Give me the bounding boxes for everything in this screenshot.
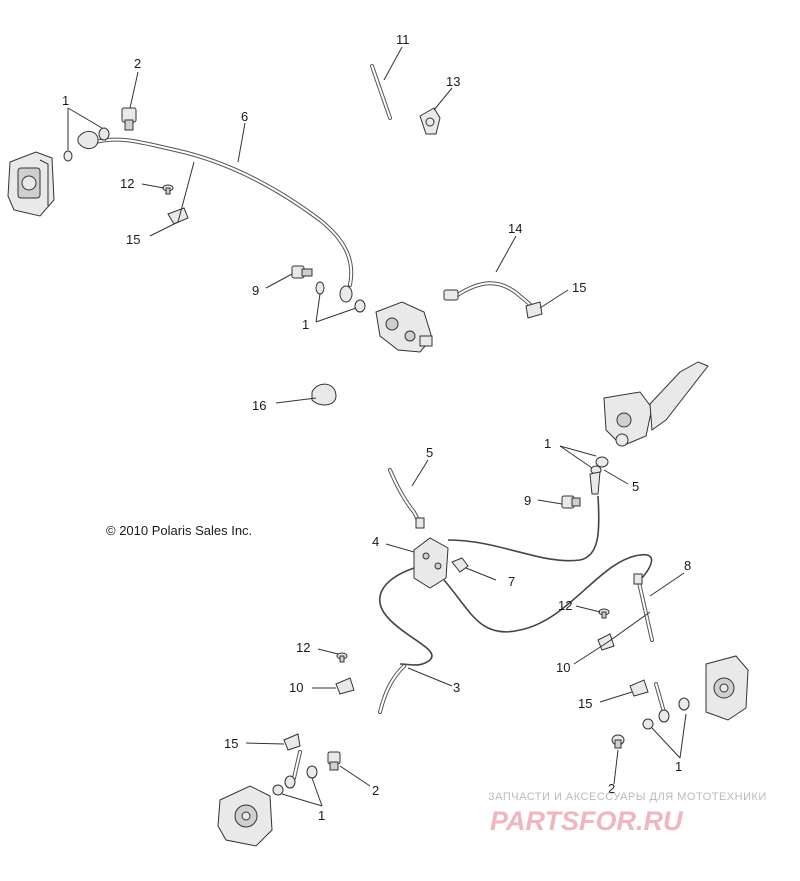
screw-12-right [598, 608, 610, 619]
callout-1: 1 [302, 317, 309, 332]
callout-5: 5 [426, 445, 433, 460]
leader-lines [67, 46, 687, 807]
callout-10: 10 [289, 680, 303, 695]
callout-labels: 11 13 2 1 6 12 15 14 15 9 1 16 1 5 5 9 4… [62, 32, 691, 823]
callout-8: 8 [684, 558, 691, 573]
watermark-tagline: ЗАПЧАСТИ И АКСЕССУАРЫ ДЛЯ МОТОТЕХНИКИ [488, 791, 767, 803]
front-master-cylinder [375, 301, 433, 353]
brake-line-8 [633, 573, 654, 642]
bolt-2-rear-right [611, 734, 625, 749]
callout-15: 15 [224, 736, 238, 751]
rear-left-caliper [217, 785, 273, 847]
clamp-16 [311, 383, 337, 406]
push-rod-11 [370, 64, 392, 120]
brake-line-5-left [388, 468, 425, 529]
clip-10-right [597, 633, 615, 651]
banjo-bolt-9-lower [561, 495, 581, 509]
callout-4: 4 [372, 534, 379, 549]
callout-7: 7 [508, 574, 515, 589]
copyright-text: © 2010 Polaris Sales Inc. [106, 523, 252, 538]
washer-1-h [642, 718, 654, 730]
washer-1-b [98, 127, 110, 141]
banjo-bolt-2-top [121, 107, 137, 131]
watermark: ЗАПЧАСТИ И АКСЕССУАРЫ ДЛЯ МОТОТЕХНИКИ PA… [488, 791, 767, 836]
callout-10: 10 [556, 660, 570, 675]
callout-11: 11 [396, 32, 410, 47]
banjo-fitting-5-right [589, 471, 601, 495]
callout-6: 6 [241, 109, 248, 124]
washer-1-a [63, 150, 73, 162]
banjo-fitting-rear-right [654, 682, 670, 723]
callout-12: 12 [558, 598, 572, 613]
washer-1-g [678, 697, 690, 711]
callout-3: 3 [453, 680, 460, 695]
banjo-fitting-rear-left [284, 750, 302, 789]
clip-15-right [525, 301, 543, 319]
callout-1: 1 [544, 436, 551, 451]
clip-15-rear-left [283, 733, 301, 751]
callout-5: 5 [632, 479, 639, 494]
callout-1: 1 [318, 808, 325, 823]
watermark-brand: PARTSFOR.RU [490, 806, 684, 836]
screw-12-left [336, 652, 348, 663]
callout-16: 16 [252, 398, 266, 413]
callout-15: 15 [126, 232, 140, 247]
banjo-bolt-9-upper [291, 265, 313, 279]
clip-15-rear-right [629, 679, 649, 697]
rear-right-caliper [705, 655, 749, 721]
screw-12-top [162, 184, 174, 195]
front-brake-hose-6 [77, 131, 354, 303]
bolt-2-rear-left [327, 751, 341, 771]
callout-1: 1 [675, 759, 682, 774]
callout-2: 2 [608, 781, 615, 796]
callout-13: 13 [446, 74, 460, 89]
fitting-13 [419, 107, 441, 135]
brake-line-routing [379, 495, 653, 666]
washer-1-d [354, 299, 366, 313]
clip-10-left [335, 677, 355, 695]
callout-9: 9 [252, 283, 259, 298]
callout-15: 15 [578, 696, 592, 711]
callout-2: 2 [134, 56, 141, 71]
callout-15: 15 [572, 280, 586, 295]
washer-1-i [272, 784, 284, 796]
callout-14: 14 [508, 221, 522, 236]
washer-1-j [306, 765, 318, 779]
bolt-7 [451, 557, 469, 573]
washer-1-e [595, 456, 609, 468]
front-left-caliper [7, 151, 55, 217]
clip-15-top [167, 207, 189, 225]
callout-12: 12 [296, 640, 310, 655]
brake-hose-14 [443, 281, 536, 312]
washer-1-c [315, 281, 325, 295]
callout-1: 1 [62, 93, 69, 108]
junction-block-4 [413, 537, 449, 589]
rear-master-cylinder-lever [603, 361, 709, 447]
brake-line-3 [378, 664, 406, 714]
callout-9: 9 [524, 493, 531, 508]
callout-2: 2 [372, 783, 379, 798]
callout-12: 12 [120, 176, 134, 191]
